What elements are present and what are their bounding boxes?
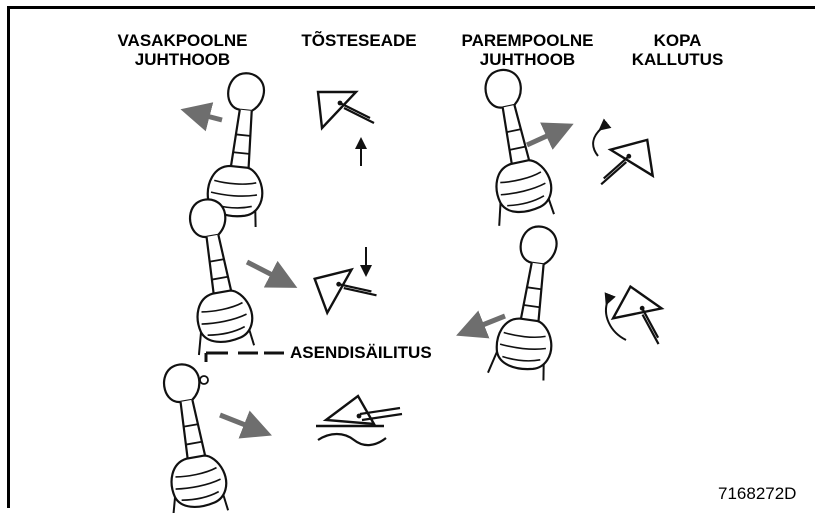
left-lever-forward-icon [173, 195, 284, 355]
bucket-tilt-back-icon [593, 127, 656, 189]
left-lever-float-icon [147, 360, 258, 513]
bucket-tilt-dump-icon [606, 287, 676, 349]
lift-lower-icon [315, 247, 378, 314]
right-lever-right-icon [470, 222, 568, 381]
lift-raise-icon [318, 92, 374, 166]
right-lever-left-icon [468, 65, 560, 226]
float-callout-line [206, 353, 284, 362]
lift-float-icon [316, 396, 402, 445]
